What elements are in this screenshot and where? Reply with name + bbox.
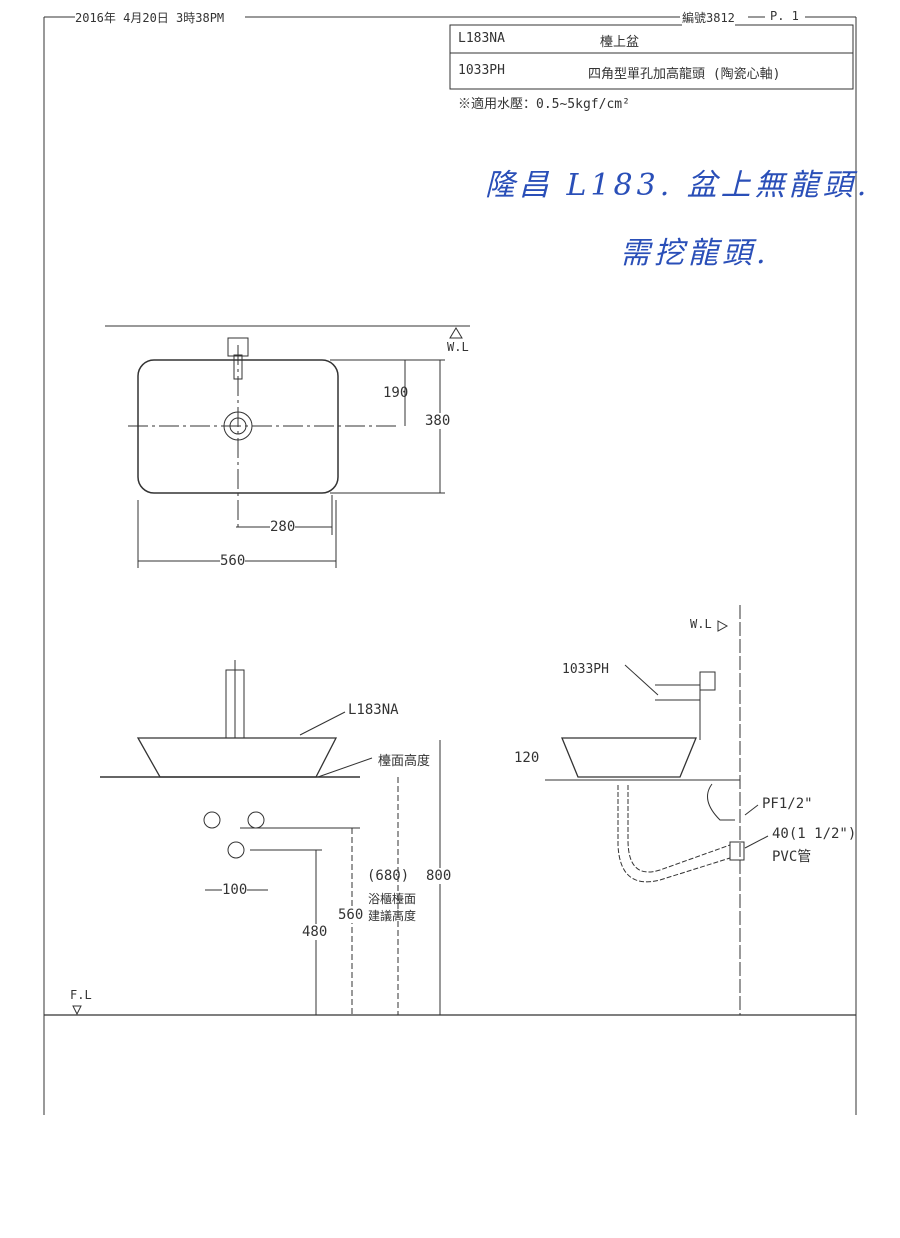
spec-desc-1: 檯上盆 xyxy=(600,35,640,50)
dim-380: 380 xyxy=(425,413,451,429)
pvc-pipe-label: PVC管 xyxy=(772,849,812,865)
drain-size-label: 40(1 1/2") xyxy=(772,826,857,842)
handwritten-note-1: 隆昌 L183. 盆上無龍頭. xyxy=(485,168,871,203)
header-datetime: 2016年 4月20日 3時38PM xyxy=(75,9,225,26)
dim-680: (680) xyxy=(367,868,410,884)
basin-model-label: L183NA xyxy=(348,702,399,718)
supply-pf-label: PF1/2" xyxy=(762,796,813,812)
spec-model-1: L183NA xyxy=(458,31,505,46)
spec-desc-2: 四角型單孔加高龍頭 (陶瓷心軸) xyxy=(588,67,781,82)
handwritten-note-2: 需挖龍頭. xyxy=(620,236,770,271)
basin-side-view xyxy=(561,737,697,778)
pressure-note: ※適用水壓：0.5~5kgf/cm² xyxy=(458,97,630,112)
top-wl-label: W.L xyxy=(447,340,469,354)
basin-front-view xyxy=(136,737,338,778)
spec-model-2: 1033PH xyxy=(458,63,505,78)
faucet-model-label: 1033PH xyxy=(562,662,609,677)
dim-100: 100 xyxy=(222,882,248,898)
dim-120: 120 xyxy=(514,750,540,766)
dim-190: 190 xyxy=(383,385,409,401)
dim-560-height: 560 xyxy=(338,907,364,923)
cabinet-label-1: 浴櫃檯面 xyxy=(368,892,417,906)
cabinet-label-2: 建議高度 xyxy=(368,909,417,923)
dim-480: 480 xyxy=(302,924,328,940)
dim-800: 800 xyxy=(426,868,452,884)
dim-280: 280 xyxy=(270,519,296,535)
floor-level-label: F.L xyxy=(70,988,92,1002)
spec-table-border xyxy=(449,24,854,90)
header-page: P. 1 xyxy=(770,9,799,23)
side-wl-label: W.L xyxy=(690,617,712,631)
header-fax-number: 編號3812 xyxy=(682,9,735,26)
dim-560-width: 560 xyxy=(220,553,246,569)
counter-height-label: 檯面高度 xyxy=(378,754,431,769)
